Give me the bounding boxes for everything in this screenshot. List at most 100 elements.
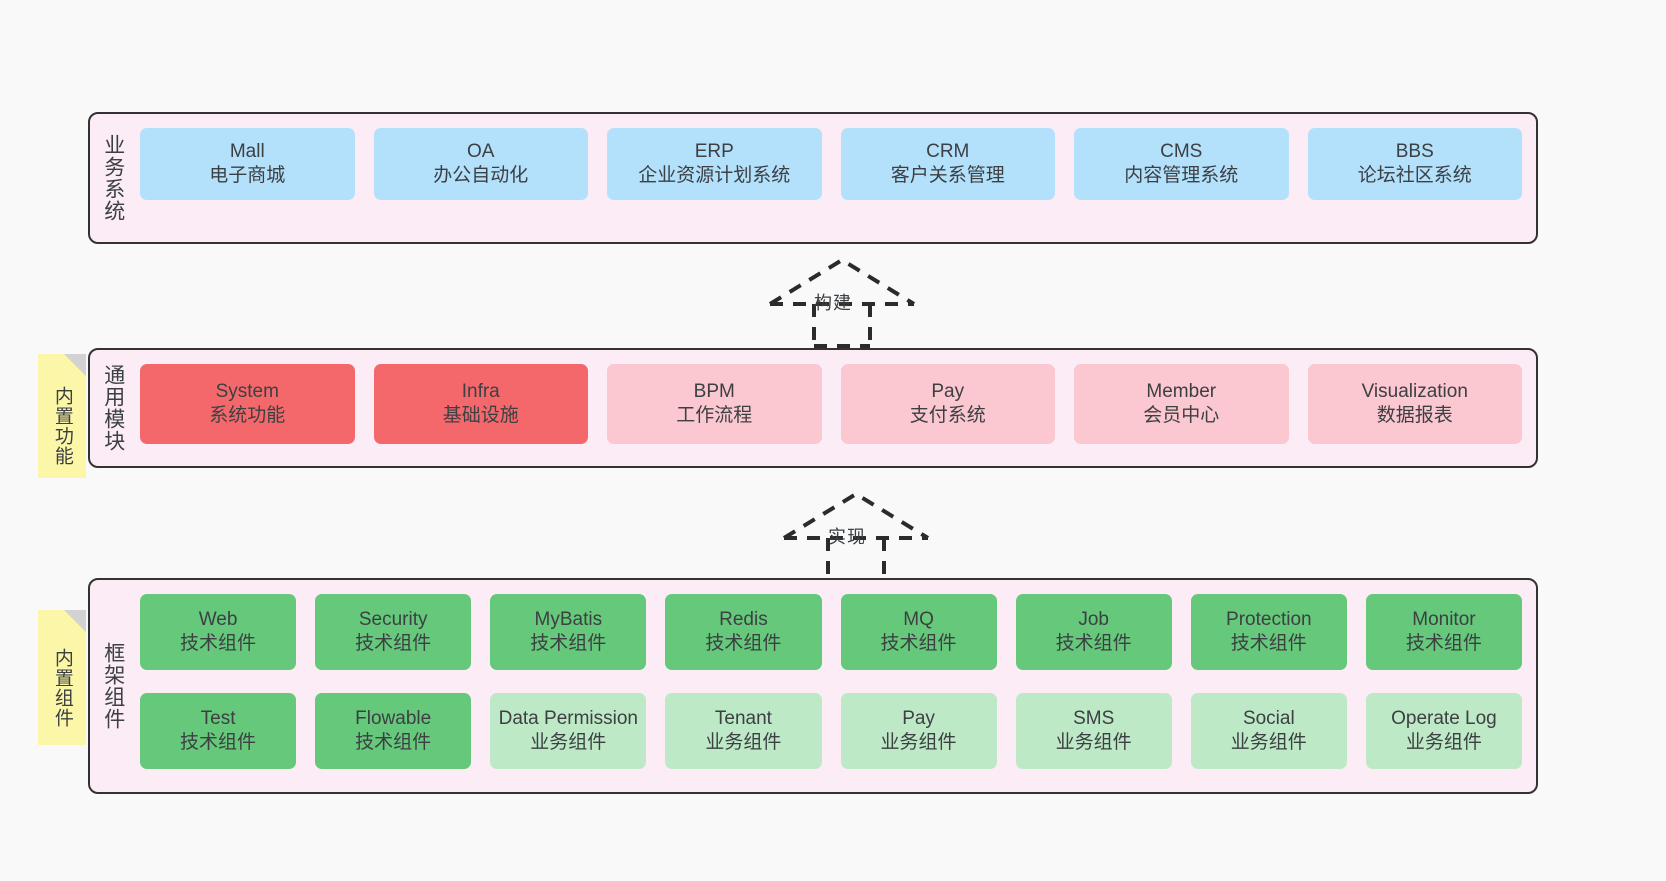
connector-implement: 实现	[766, 490, 946, 582]
node-name: ERP	[694, 140, 734, 162]
sticky-note-builtin-component[interactable]: 内置组件	[38, 610, 86, 745]
node-desc: 业务组件	[1405, 732, 1482, 753]
node-name: BBS	[1395, 140, 1434, 162]
node-desc: 工作流程	[676, 405, 753, 426]
node-bpm[interactable]: BPM 工作流程	[607, 364, 822, 444]
node-monitor[interactable]: Monitor 技术组件	[1365, 594, 1522, 670]
node-redis[interactable]: Redis 技术组件	[665, 594, 822, 670]
connector-implement-label: 实现	[828, 527, 866, 547]
node-desc: 业务组件	[1055, 732, 1132, 753]
node-desc: 业务组件	[1230, 732, 1307, 753]
connector-build: 构建	[752, 256, 932, 348]
node-desc: 技术组件	[355, 633, 432, 654]
node-name: Job	[1078, 608, 1109, 630]
node-desc: 技术组件	[180, 633, 257, 654]
node-name: Operate Log	[1391, 707, 1497, 729]
node-name: Redis	[719, 608, 768, 630]
layer-title-common: 通用模块	[101, 364, 125, 452]
node-name: Tenant	[714, 707, 772, 729]
node-job[interactable]: Job 技术组件	[1015, 594, 1172, 670]
node-mybatis[interactable]: MyBatis 技术组件	[490, 594, 647, 670]
node-desc: 业务组件	[880, 732, 957, 753]
node-desc: 技术组件	[1405, 633, 1482, 654]
node-desc: 技术组件	[1230, 633, 1307, 654]
node-mall[interactable]: Mall 电子商城	[140, 128, 355, 200]
connector-build-arrow	[768, 257, 916, 348]
node-name: Infra	[461, 380, 500, 402]
node-mq[interactable]: MQ 技术组件	[840, 594, 997, 670]
node-desc: 基础设施	[442, 405, 519, 426]
node-name: OA	[467, 140, 495, 162]
node-desc: 技术组件	[180, 732, 257, 753]
layer-row: Test 技术组件 Flowable 技术组件 Data Permission …	[140, 693, 1522, 778]
layer-common-module[interactable]: 通用模块 System 系统功能 Infra 基础设施 BPM 工作流程 Pay…	[88, 348, 1538, 468]
node-pay-component[interactable]: Pay 业务组件	[840, 693, 997, 769]
layer-framework-component[interactable]: 框架组件 Web 技术组件 Security 技术组件 MyBatis 技术组件…	[88, 578, 1538, 794]
arrowhead-triangle-icon	[782, 491, 930, 540]
node-sms[interactable]: SMS 业务组件	[1015, 693, 1172, 769]
sticky-note-label: 内置功能	[51, 386, 73, 466]
node-name: CMS	[1160, 140, 1203, 162]
node-name: Monitor	[1412, 608, 1476, 630]
node-name: Visualization	[1361, 380, 1468, 402]
layer-business-system[interactable]: 业务系统 Mall 电子商城 OA 办公自动化 ERP 企业资源计划系统 CRM…	[88, 112, 1538, 244]
node-desc: 技术组件	[880, 633, 957, 654]
node-desc: 支付系统	[909, 405, 986, 426]
node-social[interactable]: Social 业务组件	[1190, 693, 1347, 769]
node-data-permission[interactable]: Data Permission 业务组件	[490, 693, 647, 769]
node-web[interactable]: Web 技术组件	[140, 594, 297, 670]
node-operate-log[interactable]: Operate Log 业务组件	[1365, 693, 1522, 769]
node-desc: 电子商城	[209, 165, 286, 186]
node-erp[interactable]: ERP 企业资源计划系统	[607, 128, 822, 200]
node-name: Protection	[1226, 608, 1312, 630]
node-member[interactable]: Member 会员中心	[1074, 364, 1289, 444]
node-desc: 企业资源计划系统	[638, 165, 791, 186]
node-visualization[interactable]: Visualization 数据报表	[1307, 364, 1522, 444]
node-name: Social	[1242, 707, 1295, 729]
node-protection[interactable]: Protection 技术组件	[1190, 594, 1347, 670]
node-name: MQ	[903, 608, 934, 630]
node-crm[interactable]: CRM 客户关系管理	[840, 128, 1055, 200]
layer-row: Web 技术组件 Security 技术组件 MyBatis 技术组件 Redi…	[140, 594, 1522, 679]
node-name: Security	[358, 608, 428, 630]
node-name: CRM	[926, 140, 970, 162]
connector-stem	[812, 304, 872, 348]
node-name: Pay	[931, 380, 965, 402]
node-name: Flowable	[355, 707, 432, 729]
node-desc: 技术组件	[1055, 633, 1132, 654]
node-pay-module[interactable]: Pay 支付系统	[840, 364, 1055, 444]
node-oa[interactable]: OA 办公自动化	[373, 128, 588, 200]
node-desc: 业务组件	[530, 732, 607, 753]
node-name: Pay	[902, 707, 935, 729]
node-test[interactable]: Test 技术组件	[140, 693, 297, 769]
layer-title-business: 业务系统	[101, 134, 125, 222]
node-system[interactable]: System 系统功能	[140, 364, 355, 444]
node-desc: 业务组件	[705, 732, 782, 753]
connector-build-label: 构建	[814, 293, 852, 313]
node-desc: 技术组件	[705, 633, 782, 654]
node-cms[interactable]: CMS 内容管理系统	[1074, 128, 1289, 200]
node-bbs[interactable]: BBS 论坛社区系统	[1307, 128, 1522, 200]
node-desc: 内容管理系统	[1124, 165, 1239, 186]
node-desc: 会员中心	[1143, 405, 1220, 426]
node-desc: 系统功能	[209, 405, 286, 426]
node-desc: 技术组件	[530, 633, 607, 654]
node-security[interactable]: Security 技术组件	[315, 594, 472, 670]
node-desc: 技术组件	[355, 732, 432, 753]
layer-row: Mall 电子商城 OA 办公自动化 ERP 企业资源计划系统 CRM 客户关系…	[140, 128, 1522, 228]
node-name: SMS	[1073, 707, 1115, 729]
node-name: Mall	[229, 140, 265, 162]
node-desc: 论坛社区系统	[1357, 165, 1472, 186]
node-desc: 办公自动化	[433, 165, 529, 186]
node-tenant[interactable]: Tenant 业务组件	[665, 693, 822, 769]
node-infra[interactable]: Infra 基础设施	[373, 364, 588, 444]
node-name: Test	[200, 707, 236, 729]
node-flowable[interactable]: Flowable 技术组件	[315, 693, 472, 769]
sticky-note-builtin-function[interactable]: 内置功能	[38, 354, 86, 478]
layer-body-business: Mall 电子商城 OA 办公自动化 ERP 企业资源计划系统 CRM 客户关系…	[136, 114, 1536, 242]
layer-body-common: System 系统功能 Infra 基础设施 BPM 工作流程 Pay 支付系统…	[136, 350, 1536, 466]
node-name: BPM	[693, 380, 735, 402]
node-desc: 客户关系管理	[890, 165, 1005, 186]
node-name: System	[215, 380, 279, 402]
